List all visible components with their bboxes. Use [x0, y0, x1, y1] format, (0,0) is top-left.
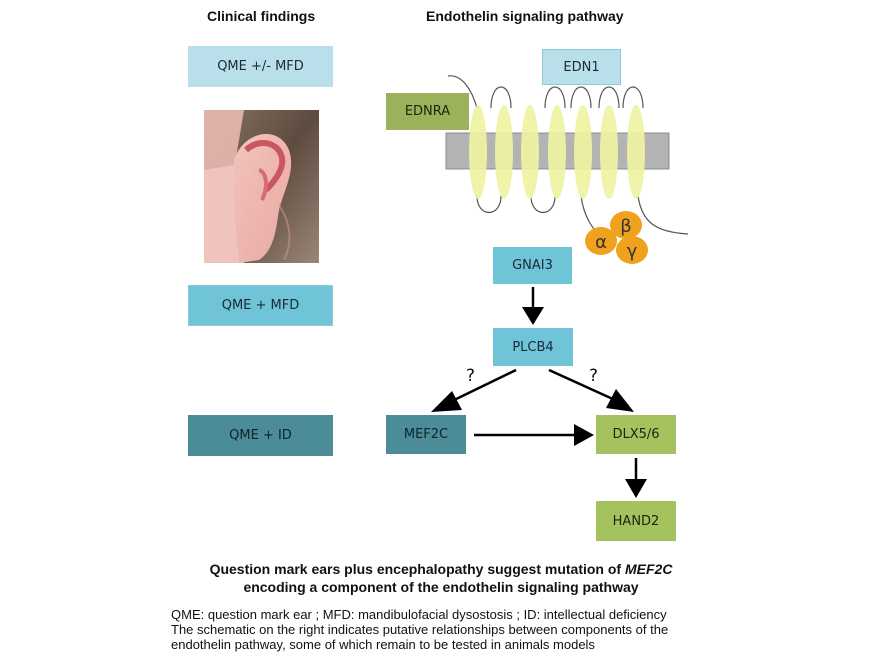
legend-line2: The schematic on the right indicates put…	[171, 622, 669, 637]
legend-line1: QME: question mark ear ; MFD: mandibulof…	[171, 607, 667, 622]
ear-illustration	[204, 110, 319, 263]
uncertain-mark-left: ?	[466, 366, 476, 386]
caption-gene: MEF2C	[624, 561, 673, 577]
g-gamma-label: γ	[627, 241, 638, 262]
figure-caption-line2: encoding a component of the endothelin s…	[243, 579, 639, 595]
helix-2	[495, 105, 513, 199]
helix-7	[627, 105, 645, 199]
helix-1	[469, 105, 487, 199]
arrow-dlx56-to-hand2	[625, 458, 647, 498]
dlx56-node: DLX5/6	[596, 415, 676, 454]
caption-prefix: Question mark ears plus encephalopathy s…	[209, 561, 625, 577]
g-alpha-subunit	[585, 227, 617, 255]
arrow-plcb4-to-dlx56	[548, 368, 634, 412]
helix-6	[600, 105, 618, 199]
g-beta-label: β	[620, 216, 632, 237]
helix-3	[521, 105, 539, 199]
g-beta-subunit	[610, 211, 642, 239]
hand2-node: HAND2	[596, 501, 676, 541]
qme-mfd-box: QME + MFD	[188, 285, 333, 326]
g-gamma-subunit	[616, 236, 648, 264]
gnai3-node: GNAI3	[493, 247, 572, 284]
ednra-node: EDNRA	[386, 93, 469, 130]
pathway-heading: Endothelin signaling pathway	[426, 8, 624, 24]
qme-mfd-optional-box: QME +/- MFD	[188, 46, 333, 87]
uncertain-mark-right: ?	[589, 366, 599, 386]
helix-5	[574, 105, 592, 199]
plcb4-node: PLCB4	[493, 328, 573, 366]
clinical-findings-heading: Clinical findings	[207, 8, 316, 24]
helix-4	[548, 105, 566, 199]
edn1-node: EDN1	[542, 49, 621, 85]
arrow-plcb4-to-mef2c	[431, 368, 517, 412]
receptor-diagram: α β γ	[445, 75, 689, 264]
qme-id-box: QME + ID	[188, 415, 333, 456]
figure-caption-line1: Question mark ears plus encephalopathy s…	[0, 560, 882, 578]
arrow-gnai3-to-plcb4	[522, 287, 544, 325]
arrow-mef2c-to-dlx56	[474, 424, 594, 446]
g-alpha-label: α	[595, 232, 607, 253]
legend-line3: endothelin pathway, some of which remain…	[171, 637, 595, 652]
ear-photo	[204, 110, 319, 263]
mef2c-node: MEF2C	[386, 415, 466, 454]
